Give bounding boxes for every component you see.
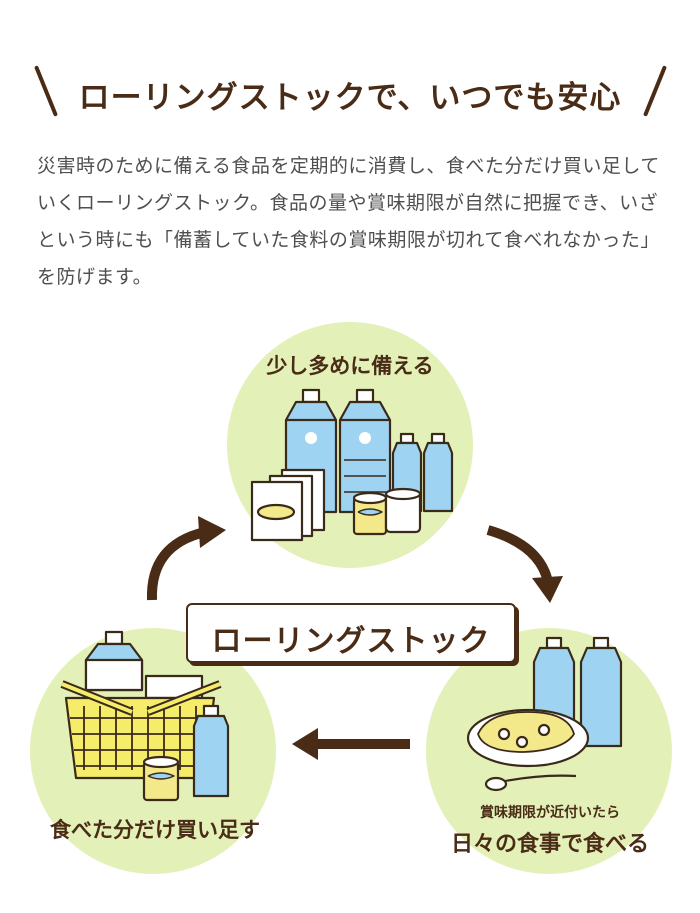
- step-sublabel-expiry: 賞味期限が近付いたら: [480, 805, 620, 821]
- cycle-arrow-down: [486, 525, 563, 603]
- page-title: ローリングストックで、いつでも安心: [78, 80, 622, 116]
- stockpile-icon: [250, 388, 454, 542]
- title-block: ローリングストックで、いつでも安心: [0, 62, 700, 122]
- description-text: 災害時のために備える食品を定期的に消費し、食べた分だけ買い足していくローリングス…: [37, 155, 660, 288]
- step-label-eat: 日々の食事で食べる: [450, 832, 649, 857]
- center-label-box: ローリングストック: [186, 603, 516, 663]
- cycle-arrow-up: [146, 516, 226, 601]
- center-label: ローリングストック: [211, 624, 491, 659]
- step-label-restock: 食べた分だけ買い足す: [50, 818, 260, 842]
- cycle-arrow-left: [292, 728, 410, 760]
- step-label-prepare: 少し多めに備える: [266, 354, 434, 378]
- meal-icon: [466, 636, 623, 792]
- shopping-basket-icon: [60, 630, 230, 802]
